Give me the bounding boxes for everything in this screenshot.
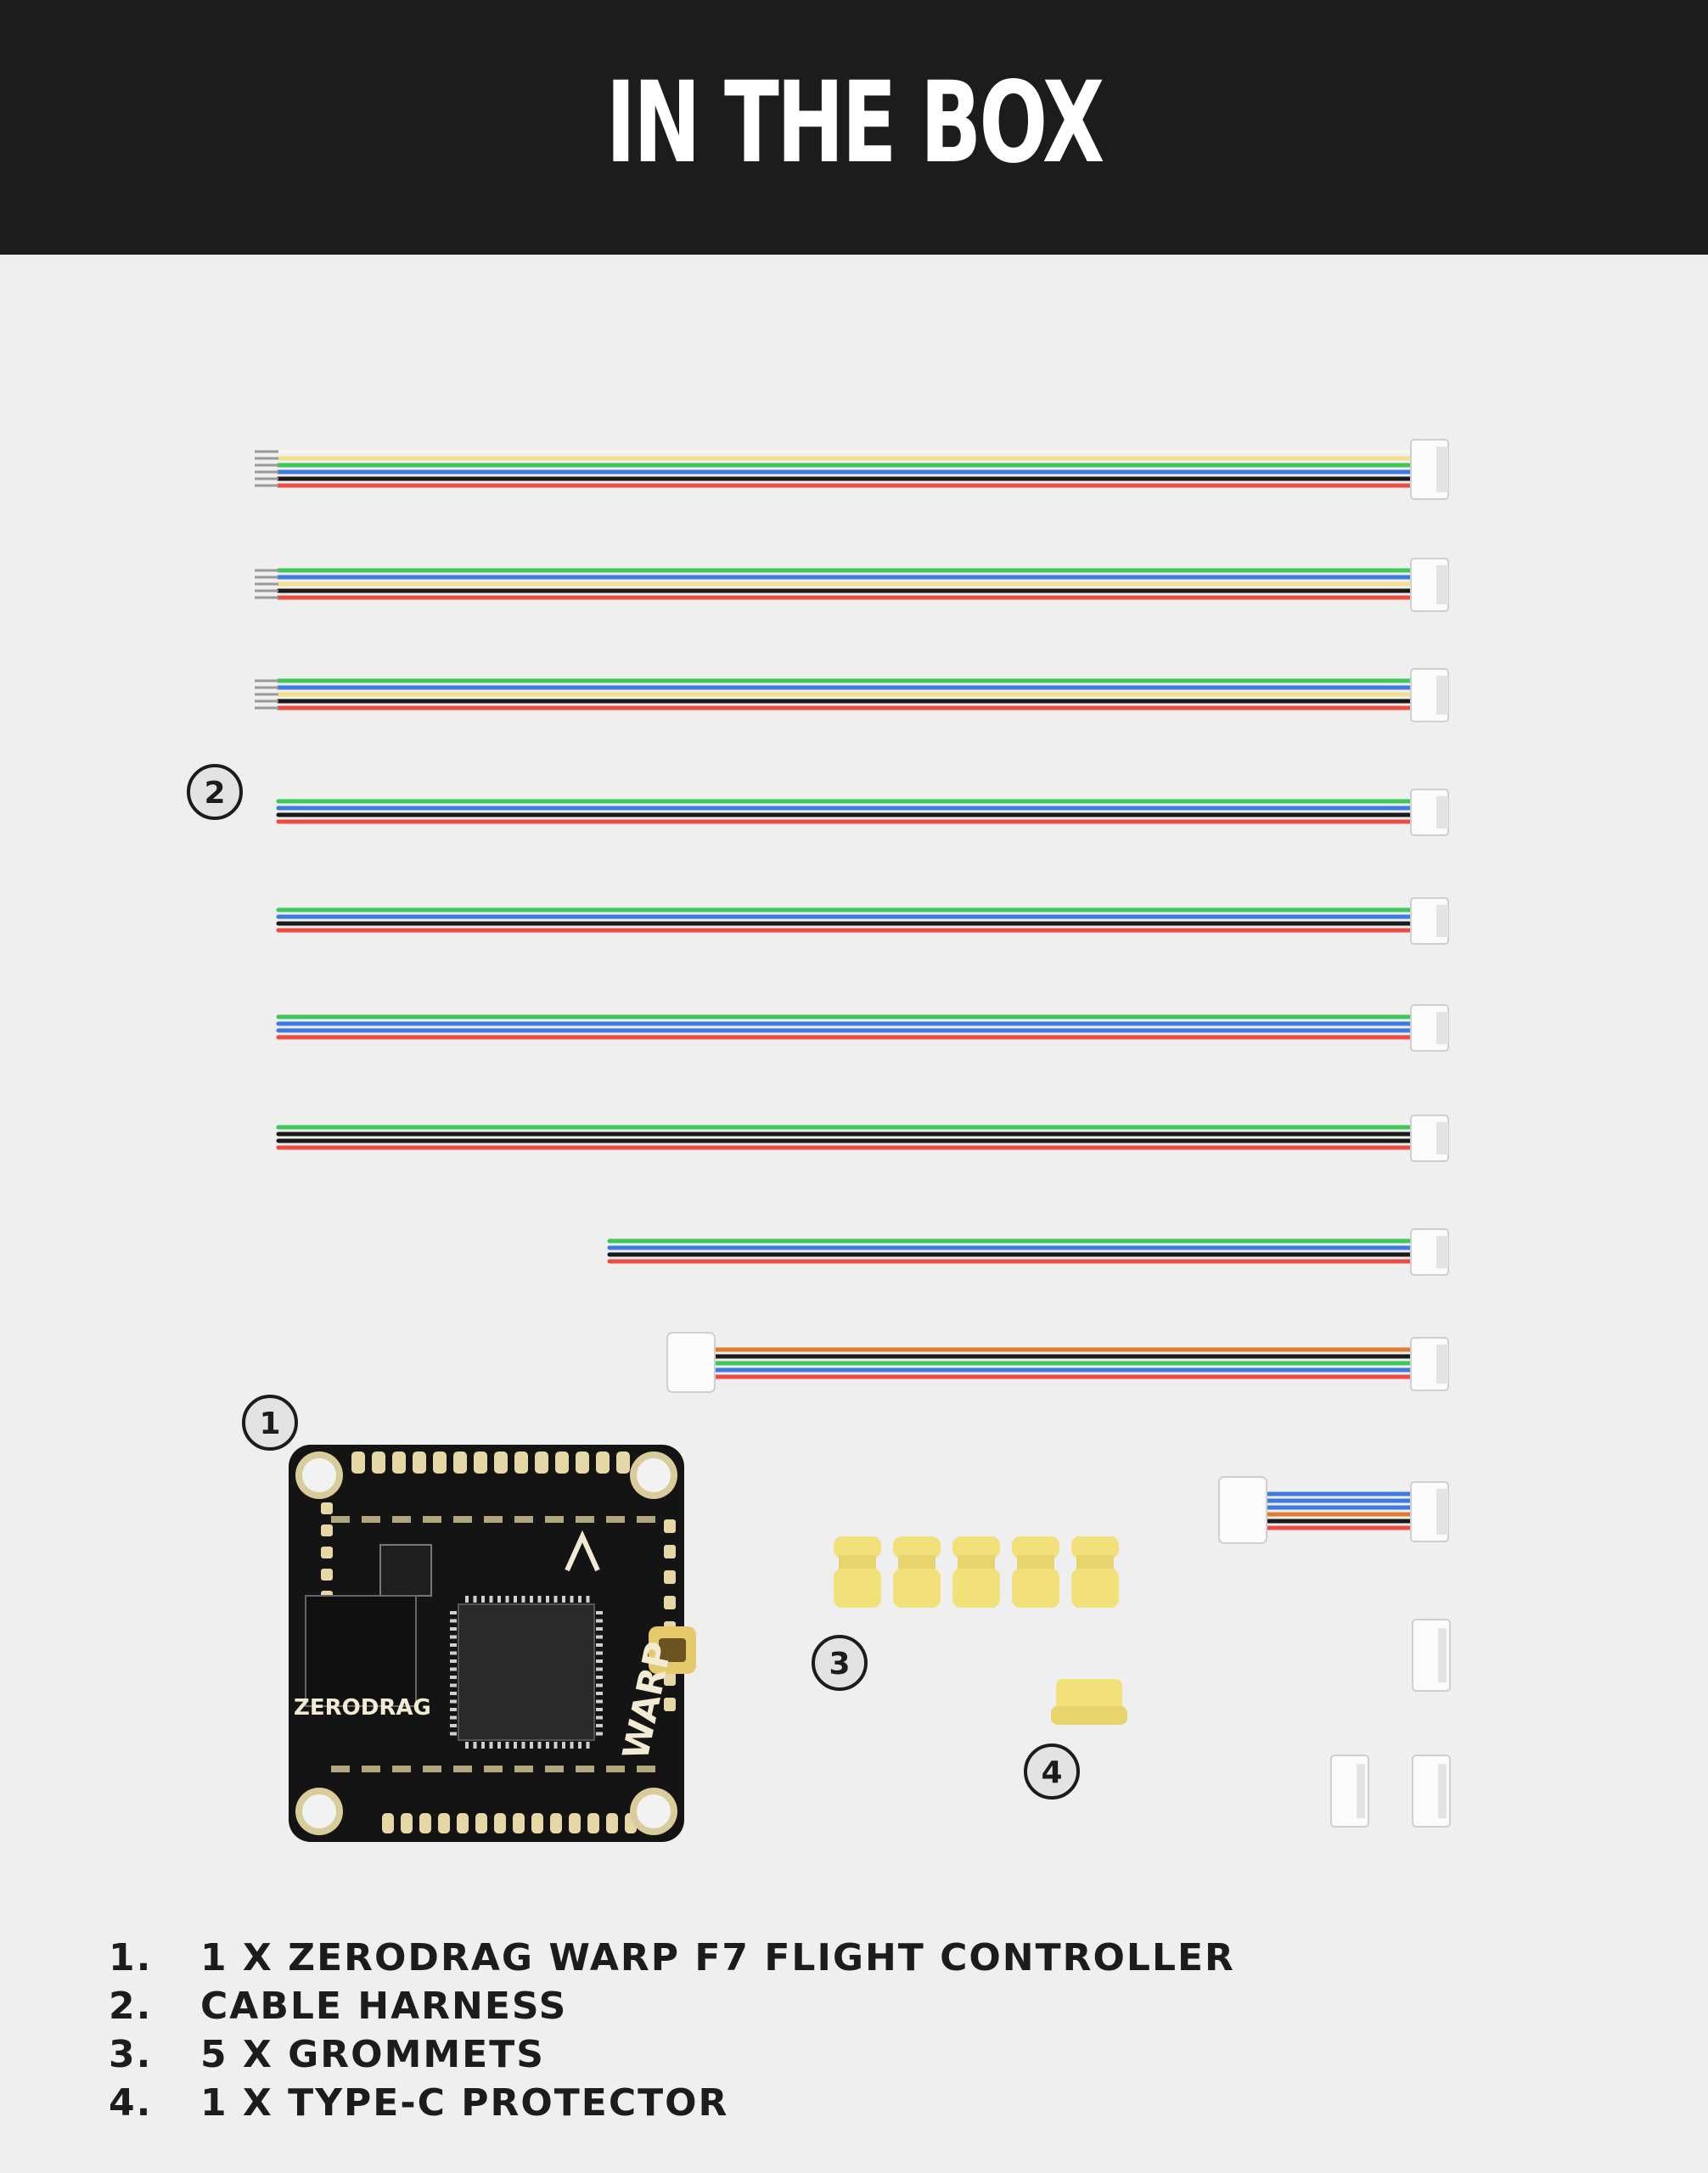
grommet	[1012, 1536, 1059, 1608]
gyro-chip	[379, 1544, 432, 1597]
svg-text:2: 2	[204, 776, 225, 811]
product-scene: ZERODRAG WARP 1 2 3 4	[187, 439, 1451, 1842]
cable	[255, 439, 1449, 500]
connector	[1330, 1755, 1369, 1828]
connector	[1412, 1619, 1451, 1692]
page-title: IN THE BOX	[605, 58, 1105, 188]
cable	[255, 558, 1449, 612]
callout-2: 2	[187, 764, 243, 820]
cable	[276, 897, 1449, 945]
cable	[276, 1115, 1449, 1162]
type-c-protector	[1051, 1679, 1127, 1725]
grommet	[1071, 1536, 1119, 1608]
cable	[607, 1228, 1449, 1276]
list-item-number: 4.	[109, 2081, 153, 2125]
svg-text:1: 1	[259, 1407, 280, 1441]
mcu-chip	[458, 1603, 595, 1741]
board-brand-label: ZERODRAG	[294, 1695, 431, 1721]
cable	[1218, 1476, 1449, 1544]
list-item: 3. 5 X GROMMETS	[109, 2030, 1235, 2079]
svg-text:4: 4	[1041, 1755, 1062, 1790]
callout-markers: 1 2 3 4	[187, 764, 1080, 1800]
cable	[666, 1332, 1449, 1393]
connector	[1412, 1755, 1451, 1828]
list-item-number: 3.	[109, 2033, 153, 2076]
callout-3: 3	[812, 1635, 868, 1691]
grommet	[834, 1536, 881, 1608]
flight-controller-board: ZERODRAG WARP	[289, 1445, 696, 1842]
arrow-logo-icon	[565, 1530, 600, 1572]
loose-connectors	[1330, 1619, 1451, 1828]
grommet	[952, 1536, 1000, 1608]
callout-4: 4	[1024, 1743, 1080, 1800]
list-item-text: CABLE HARNESS	[200, 1985, 568, 2028]
list-item-text: 5 X GROMMETS	[200, 2033, 545, 2076]
grommets	[834, 1536, 1119, 1608]
cable-harness	[255, 439, 1449, 1544]
list-item-text: 1 X ZERODRAG WARP F7 FLIGHT CONTROLLER	[200, 1936, 1235, 1979]
cable	[255, 668, 1449, 722]
list-item-number: 2.	[109, 1985, 153, 2028]
contents-list: 1. 1 X ZERODRAG WARP F7 FLIGHT CONTROLLE…	[109, 1934, 1235, 2127]
list-item: 4. 1 X TYPE-C PROTECTOR	[109, 2079, 1235, 2127]
list-item: 2. CABLE HARNESS	[109, 1982, 1235, 2030]
grommet	[893, 1536, 941, 1608]
cable	[276, 1004, 1449, 1052]
usb-area	[305, 1595, 417, 1707]
callout-1: 1	[242, 1395, 298, 1451]
list-item-number: 1.	[109, 1936, 153, 1979]
svg-text:3: 3	[829, 1647, 850, 1682]
list-item: 1. 1 X ZERODRAG WARP F7 FLIGHT CONTROLLE…	[109, 1934, 1235, 1982]
cable	[276, 789, 1449, 836]
content-area: ZERODRAG WARP 1 2 3 4	[0, 255, 1708, 2173]
list-item-text: 1 X TYPE-C PROTECTOR	[200, 2081, 729, 2125]
header-bar: IN THE BOX	[0, 0, 1708, 255]
